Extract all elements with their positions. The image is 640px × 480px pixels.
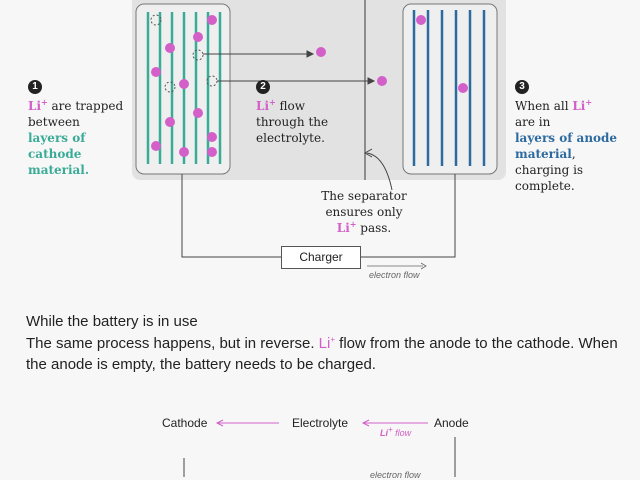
anode-layers	[412, 10, 486, 166]
electron-flow-label: electron flow	[369, 270, 420, 280]
section-text-part1: The same process happens, but in reverse…	[26, 335, 319, 352]
charging-circuit	[181, 174, 456, 258]
anode-label: Anode	[434, 416, 469, 430]
step-2-number: 2	[256, 80, 270, 94]
step-1-number: 1	[28, 80, 42, 94]
ion-label: Li	[380, 428, 388, 438]
flowing-ion	[377, 76, 387, 86]
cathode-ions	[151, 15, 217, 157]
cathode-label: Cathode	[162, 416, 208, 430]
anode-highlight: layers of anode material	[515, 131, 618, 161]
step-3-comma: ,	[571, 147, 576, 161]
separator-line2: ensures only	[325, 205, 403, 219]
electron-flow-label-2: electron flow	[370, 470, 421, 480]
separator-caption: The separator ensures only Li+ pass.	[318, 188, 410, 236]
section-text: The same process happens, but in reverse…	[26, 333, 626, 375]
flowing-ion	[316, 47, 326, 57]
ion-label: Li	[28, 99, 41, 113]
flow-text: flow	[392, 428, 412, 438]
ion-flow-arrows	[203, 50, 376, 85]
step-2-text: flow	[275, 99, 306, 113]
ion-label: Li	[256, 99, 269, 113]
electrolyte-label: Electrolyte	[292, 416, 349, 430]
ion-sup: +	[269, 97, 276, 107]
step-1-text2: between	[28, 115, 80, 129]
section-title: While the battery is in use	[26, 313, 198, 330]
section-text-part2: flow from the anode to the cathode. When…	[26, 335, 618, 373]
step-3-number: 3	[515, 80, 529, 94]
separator-pointer-arrow	[366, 152, 393, 191]
step-3-text: When all	[515, 99, 573, 113]
ion-sup: +	[330, 335, 336, 344]
ion-sup: +	[349, 219, 357, 229]
step-2-text2: through the electrolyte.	[256, 115, 329, 145]
ion-flow-label: Li+ flow	[380, 425, 412, 439]
separator-line1: The separator	[321, 189, 407, 203]
ion-sup: +	[585, 97, 593, 107]
step-1-text: are trapped	[47, 99, 124, 113]
step-3-text4: charging is complete.	[515, 163, 584, 193]
step-2-caption: 2 Li+ flow through the electrolyte.	[256, 77, 346, 146]
anode-box	[402, 3, 498, 175]
step-1-caption: 1 Li+ are trapped between layers of cath…	[28, 77, 128, 178]
ion-label: Li	[336, 221, 350, 235]
step-3-caption: 3 When all Li+ are in layers of anode ma…	[515, 77, 630, 194]
ion-sup: +	[41, 97, 48, 107]
ion-sup: +	[388, 425, 393, 434]
step-3-text2: are in	[515, 115, 551, 129]
charger-box: Charger	[281, 246, 361, 269]
separator-line3: pass.	[356, 221, 392, 235]
ion-label: Li	[318, 335, 331, 352]
anode-ions	[416, 15, 468, 93]
cathode-highlight: layers of cathode material.	[28, 131, 90, 177]
ion-label: Li	[572, 99, 586, 113]
